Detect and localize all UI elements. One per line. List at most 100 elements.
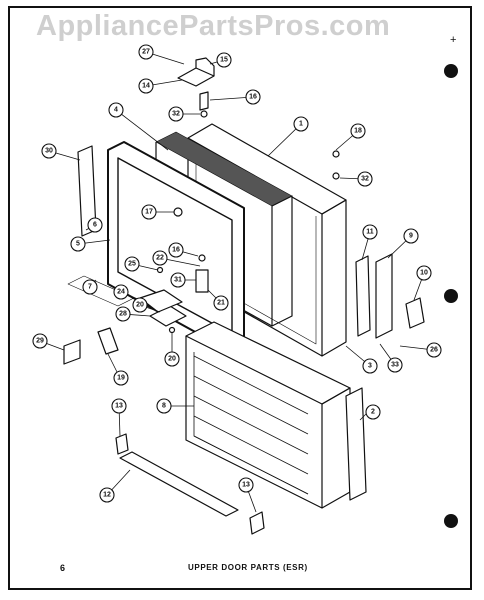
small-clip-left (115, 433, 129, 455)
callout-number: 31 (174, 277, 182, 284)
callout-circle (156, 398, 172, 414)
callout-number: 27 (142, 49, 150, 56)
callout-number: 28 (119, 311, 127, 318)
callout-number: 17 (145, 209, 153, 216)
callout-number: 22 (156, 255, 164, 262)
binding-hole-middle (444, 289, 458, 303)
callout-circle (426, 342, 442, 358)
callout-circle (168, 242, 184, 258)
callout-13: 13 (111, 398, 127, 414)
callout-32: 32 (168, 106, 184, 122)
callout-number: 3 (368, 363, 372, 370)
callout-26: 26 (426, 342, 442, 358)
callout-number: 29 (36, 338, 44, 345)
callout-number: 16 (172, 247, 180, 254)
callout-number: 13 (115, 403, 123, 410)
callout-circle (387, 357, 403, 373)
callout-number: 9 (409, 233, 413, 240)
callout-circle (32, 333, 48, 349)
callout-circle (115, 306, 131, 322)
callout-20: 20 (132, 297, 148, 313)
small-clip-bottom (249, 511, 265, 535)
callout-13: 13 (238, 477, 254, 493)
callout-2: 2 (365, 404, 381, 420)
callout-labels: 1234567891011121313141516161718192020212… (32, 44, 442, 503)
callout-circle (213, 295, 229, 311)
callout-circle (138, 78, 154, 94)
callout-circle (216, 52, 232, 68)
callout-16: 16 (168, 242, 184, 258)
callout-18: 18 (350, 123, 366, 139)
callout-circle (416, 265, 432, 281)
callout-16: 16 (245, 89, 261, 105)
callout-number: 20 (168, 356, 176, 363)
callout-number: 7 (88, 284, 92, 291)
callout-circle (152, 250, 168, 266)
callout-circle (365, 404, 381, 420)
top-hinge (177, 57, 215, 118)
callout-19: 19 (113, 370, 129, 386)
callout-circle (293, 116, 309, 132)
callout-21: 21 (213, 295, 229, 311)
callout-31: 31 (170, 272, 186, 288)
callout-circle (357, 171, 373, 187)
callout-number: 10 (420, 270, 428, 277)
callout-number: 13 (242, 482, 250, 489)
callout-number: 4 (114, 107, 118, 114)
callout-12: 12 (99, 487, 115, 503)
callout-20: 20 (164, 351, 180, 367)
callout-number: 1 (299, 121, 303, 128)
callout-17: 17 (141, 204, 157, 220)
callout-1: 1 (293, 116, 309, 132)
callout-6: 6 (87, 217, 103, 233)
callout-number: 32 (172, 111, 180, 118)
callout-number: 30 (45, 148, 53, 155)
callout-15: 15 (216, 52, 232, 68)
callout-circle (350, 123, 366, 139)
bottom-bar (119, 451, 239, 517)
callout-number: 11 (366, 229, 374, 236)
callout-circle (168, 106, 184, 122)
callout-25: 25 (124, 256, 140, 272)
callout-number: 32 (361, 176, 369, 183)
callout-10: 10 (416, 265, 432, 281)
callout-circle (132, 297, 148, 313)
callout-number: 14 (142, 83, 150, 90)
callout-number: 2 (371, 409, 375, 416)
binding-hole-top (444, 64, 458, 78)
callout-circle (124, 256, 140, 272)
page-frame (8, 6, 472, 590)
callout-11: 11 (362, 224, 378, 240)
callout-circle (362, 224, 378, 240)
callout-9: 9 (403, 228, 419, 244)
callout-circle (41, 143, 57, 159)
callout-number: 15 (220, 57, 228, 64)
callout-number: 25 (128, 261, 136, 268)
callout-circle (362, 358, 378, 374)
callout-22: 22 (152, 250, 168, 266)
handle-assembly (332, 150, 425, 339)
lower-door-liner (185, 321, 351, 509)
callout-circle (108, 102, 124, 118)
diagram-caption: UPPER DOOR PARTS (ESR) (188, 563, 308, 572)
callout-circle (138, 44, 154, 60)
binding-hole-bottom (444, 514, 458, 528)
callout-3: 3 (362, 358, 378, 374)
callout-circle (170, 272, 186, 288)
callout-24: 24 (113, 284, 129, 300)
center-hinge-assembly (139, 207, 209, 334)
callout-7: 7 (82, 279, 98, 295)
callout-circle (70, 236, 86, 252)
corner-mark: + (450, 34, 457, 46)
callout-number: 16 (249, 94, 257, 101)
callout-number: 21 (217, 300, 225, 307)
callout-33: 33 (387, 357, 403, 373)
callout-circle (403, 228, 419, 244)
callout-number: 5 (76, 241, 80, 248)
callout-number: 8 (162, 403, 166, 410)
page-number: 6 (60, 563, 66, 573)
callout-8: 8 (156, 398, 172, 414)
lower-right-trim (345, 387, 367, 501)
